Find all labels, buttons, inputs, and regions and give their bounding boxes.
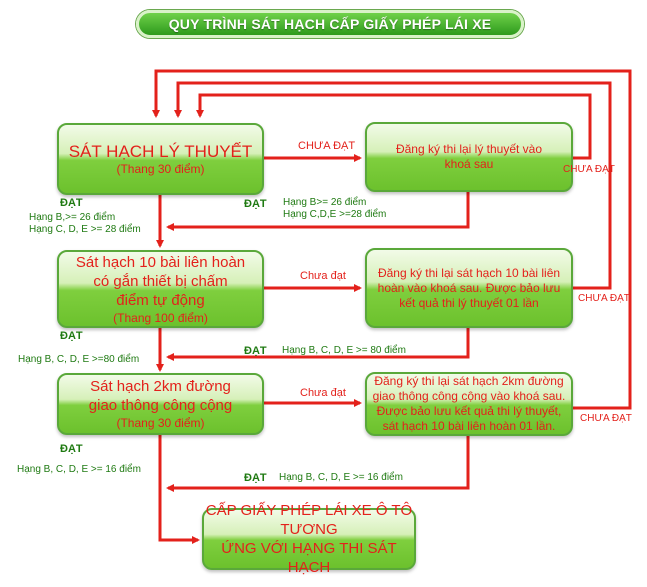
threshold-left-3: Hạng B, C, D, E >= 16 điểm <box>17 464 141 475</box>
loop-retake3 <box>152 69 632 410</box>
step-title: Sát hạch 2km đường giao thông công cộng <box>88 378 233 414</box>
retake-road-box: Đăng ký thi lại sát hạch 2km đường giao … <box>365 372 573 436</box>
retake-theory-box: Đăng ký thi lại lý thuyết vào khoá sau <box>365 122 573 192</box>
step-subtitle: (Thang 30 điểm) <box>116 416 205 430</box>
pass-label-mid-3: ĐẠT <box>244 472 267 484</box>
pass-label-mid-2: ĐẠT <box>244 345 267 357</box>
pass-label-mid-1: ĐẠT <box>244 198 267 210</box>
retake-text: Đăng ký thi lại lý thuyết vào khoá sau <box>395 142 543 171</box>
threshold-left-1: Hạng B,>= 26 điểm Hạng C, D, E >= 28 điể… <box>29 212 141 235</box>
arrow-retake1-pass <box>166 192 470 231</box>
threshold-right-2: Hạng B, C, D, E >= 80 điểm <box>282 345 406 356</box>
step-title: Sát hạch 10 bài liên hoàn có gắn thiết b… <box>75 253 246 309</box>
arrow-step3-to-final <box>158 434 200 544</box>
step-subtitle: (Thang 100 điểm) <box>113 310 208 325</box>
final-text: CẤP GIẤY PHÉP LÁI XE Ô TÔ TƯƠNG ỨNG VỚI … <box>205 502 413 576</box>
pass-label-left-1: ĐẠT <box>60 197 83 209</box>
threshold-left-2: Hạng B, C, D, E >=80 điểm <box>18 354 140 365</box>
loop-retake1 <box>196 93 592 160</box>
step-title: SÁT HẠCH LÝ THUYẾT <box>68 141 253 161</box>
step-road-box: Sát hạch 2km đường giao thông công cộng … <box>57 373 264 435</box>
fail-label-2: Chưa đạt <box>300 270 346 282</box>
step-theory-box: SÁT HẠCH LÝ THUYẾT (Thang 30 điểm) <box>57 123 264 195</box>
threshold-right-3: Hạng B, C, D, E >= 16 điểm <box>279 472 403 483</box>
retake-text: Đăng ký thi lại sát hạch 2km đường giao … <box>372 374 566 433</box>
fail-label-3: Chưa đạt <box>300 387 346 399</box>
retake-fail-label-2: CHƯA ĐẠT <box>578 293 630 304</box>
pass-label-left-2: ĐẠT <box>60 330 83 342</box>
page-title: QUY TRÌNH SÁT HẠCH CẤP GIẤY PHÉP LÁI XE <box>136 10 524 38</box>
loop-retake2 <box>174 81 612 290</box>
retake-text: Đăng ký thi lại sát hạch 10 bài liên hoà… <box>377 265 561 310</box>
fail-label-1: CHƯA ĐẠT <box>298 140 356 152</box>
pass-label-left-3: ĐẠT <box>60 443 83 455</box>
retake-fail-label-1: CHƯA ĐẠT <box>563 164 615 175</box>
retake-fail-label-3: CHƯA ĐẠT <box>580 413 632 424</box>
arrow-retake3-pass <box>166 435 470 492</box>
step-subtitle: (Thang 30 điểm) <box>116 161 205 176</box>
retake-circuit-box: Đăng ký thi lại sát hạch 10 bài liên hoà… <box>365 248 573 328</box>
step-circuit-box: Sát hạch 10 bài liên hoàn có gắn thiết b… <box>57 250 264 328</box>
threshold-right-1: Hạng B>= 26 điểm Hạng C,D,E >=28 điểm <box>283 197 387 220</box>
final-license-box: CẤP GIẤY PHÉP LÁI XE Ô TÔ TƯƠNG ỨNG VỚI … <box>202 502 416 576</box>
arrow-retake2-pass <box>166 327 470 361</box>
